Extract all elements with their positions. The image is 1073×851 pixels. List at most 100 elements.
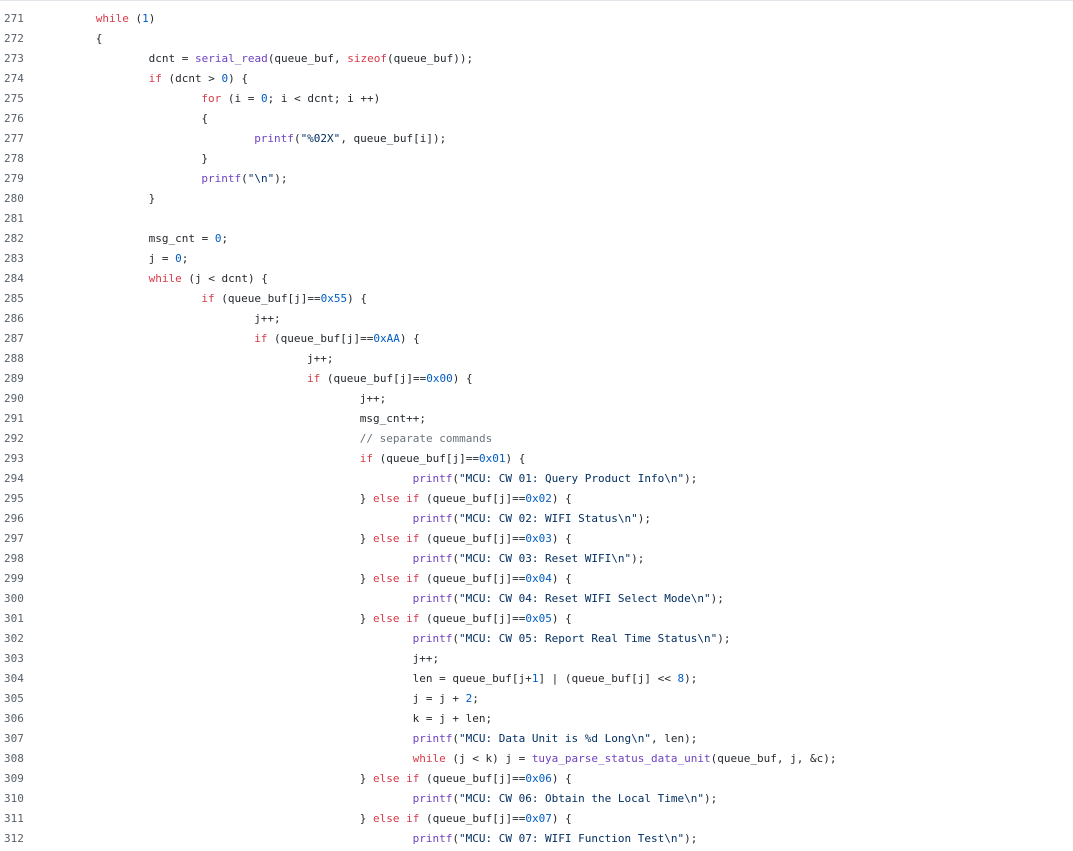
line-number[interactable]: 274: [4, 72, 24, 85]
line-code: }: [149, 189, 156, 209]
code-token: ) {: [452, 372, 473, 385]
code-line: 301} else if (queue_buf[j]==0x05) {: [0, 609, 1073, 629]
line-code: } else if (queue_buf[j]==0x02) {: [360, 489, 572, 509]
line-number[interactable]: 301: [4, 612, 24, 625]
line-number[interactable]: 288: [4, 352, 24, 365]
code-token: "%02X": [300, 132, 341, 145]
line-number[interactable]: 287: [4, 332, 24, 345]
line-number[interactable]: 291: [4, 412, 24, 425]
code-token: (queue_buf));: [387, 52, 474, 65]
line-number[interactable]: 297: [4, 532, 24, 545]
line-number[interactable]: 281: [4, 212, 24, 225]
line-code: // separate commands: [360, 429, 492, 449]
code-token: printf: [412, 732, 453, 745]
code-token: while: [95, 12, 129, 25]
code-token: (queue_buf[j]==: [419, 612, 526, 625]
line-number[interactable]: 310: [4, 792, 24, 805]
code-token: printf: [412, 792, 453, 805]
line-number[interactable]: 276: [4, 112, 24, 125]
line-number[interactable]: 312: [4, 832, 24, 845]
code-token: (j < dcnt) {: [181, 272, 268, 285]
line-number[interactable]: 308: [4, 752, 24, 765]
code-token: ] | (queue_buf[j] <<: [538, 672, 678, 685]
code-token: for: [201, 92, 222, 105]
line-number[interactable]: 285: [4, 292, 24, 305]
line-number[interactable]: 294: [4, 472, 24, 485]
line-number[interactable]: 273: [4, 52, 24, 65]
code-token: if: [359, 452, 374, 465]
top-border: [0, 0, 1073, 1]
line-number[interactable]: 290: [4, 392, 24, 405]
code-token: (: [128, 12, 143, 25]
line-number[interactable]: 293: [4, 452, 24, 465]
code-token: 0x55: [320, 292, 348, 305]
code-line: 274 if (dcnt > 0) {: [0, 69, 1073, 89]
line-number[interactable]: 300: [4, 592, 24, 605]
line-number[interactable]: 272: [4, 32, 24, 45]
code-token: );: [717, 632, 731, 645]
line-number[interactable]: 295: [4, 492, 24, 505]
code-token: printf: [254, 132, 294, 145]
line-number[interactable]: 309: [4, 772, 24, 785]
line-code: }: [201, 149, 208, 169]
line-number[interactable]: 278: [4, 152, 24, 165]
line-number[interactable]: 275: [4, 92, 24, 105]
code-line: 299} else if (queue_buf[j]==0x04) {: [0, 569, 1073, 589]
line-number[interactable]: 282: [4, 232, 24, 245]
line-number[interactable]: 303: [4, 652, 24, 665]
code-line: 272{: [0, 29, 1073, 49]
line-number[interactable]: 283: [4, 252, 24, 265]
line-code: j++;: [254, 309, 281, 329]
code-token: 0: [221, 72, 229, 85]
code-token: ) {: [551, 492, 572, 505]
line-number[interactable]: 307: [4, 732, 24, 745]
line-number[interactable]: 304: [4, 672, 24, 685]
line-code: } else if (queue_buf[j]==0x06) {: [360, 769, 572, 789]
line-number[interactable]: 306: [4, 712, 24, 725]
line-number[interactable]: 311: [4, 812, 24, 825]
code-token: ) {: [551, 532, 572, 545]
code-token: "MCU: CW 01: Query Product Info\n": [458, 472, 685, 485]
code-line: 309 } else if (queue_buf[j]==0x06) {: [0, 769, 1073, 789]
line-code: msg_cnt++;: [360, 409, 426, 429]
line-number[interactable]: 289: [4, 372, 24, 385]
code-token: "\n": [247, 172, 275, 185]
line-number[interactable]: 277: [4, 132, 24, 145]
line-number[interactable]: 299: [4, 572, 24, 585]
code-token: 8: [677, 672, 685, 685]
line-number[interactable]: 296: [4, 512, 24, 525]
line-number[interactable]: 305: [4, 692, 24, 705]
line-number[interactable]: 279: [4, 172, 24, 185]
code-token: (: [452, 732, 459, 745]
line-number[interactable]: 302: [4, 632, 24, 645]
code-token: "MCU: CW 02: WIFI Status\n": [458, 512, 638, 525]
line-number[interactable]: 271: [4, 12, 24, 25]
line-number[interactable]: 292: [4, 432, 24, 445]
code-token: if: [307, 372, 321, 385]
code-token: ; i < dcnt; i ++): [267, 92, 381, 105]
line-number[interactable]: 280: [4, 192, 24, 205]
line-code: if (dcnt > 0) {: [149, 69, 248, 89]
line-code: k = j + len;: [413, 709, 492, 729]
code-token: if: [148, 72, 162, 85]
line-code: if (queue_buf[j]==0x55) {: [201, 289, 367, 309]
code-line: 276{: [0, 109, 1073, 129]
line-number[interactable]: 298: [4, 552, 24, 565]
code-token: }: [359, 572, 374, 585]
line-number[interactable]: 284: [4, 272, 24, 285]
line-code: for (i = 0; i < dcnt; i ++): [201, 89, 380, 109]
code-token: printf: [412, 592, 453, 605]
code-token: j = j +: [412, 692, 466, 705]
code-token: else if: [373, 812, 420, 825]
line-number[interactable]: 286: [4, 312, 24, 325]
code-token: 0x03: [525, 532, 552, 545]
code-token: ) {: [347, 292, 367, 305]
line-code: } else if (queue_buf[j]==0x03) {: [360, 529, 572, 549]
code-token: );: [684, 672, 698, 685]
code-token: }: [359, 532, 374, 545]
